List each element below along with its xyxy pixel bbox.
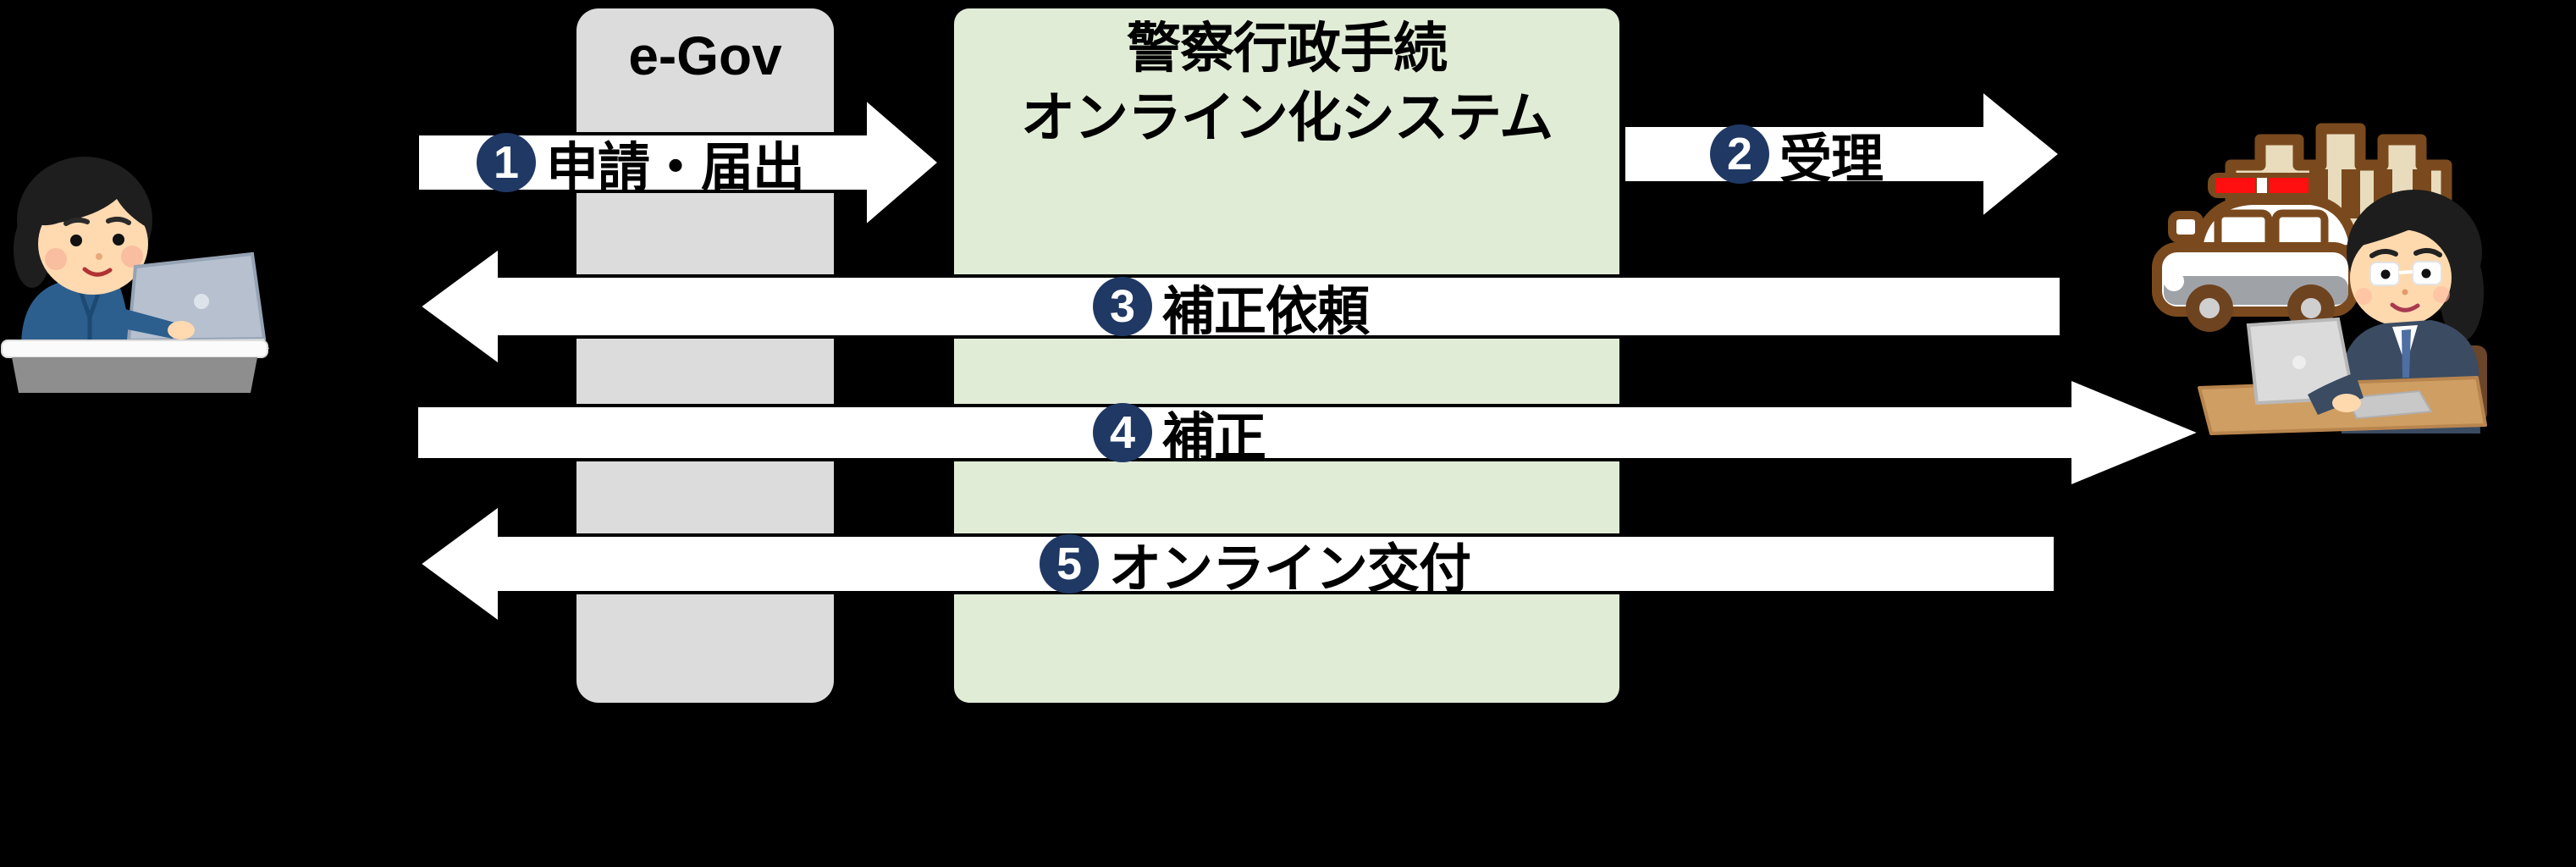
officer-eyebrows bbox=[2369, 248, 2442, 258]
patrol-car bbox=[2152, 173, 2360, 332]
police-system-box-title: 警察行政手続 オンライン化システム bbox=[954, 14, 1619, 152]
step-5-label: 5 オンライン交付 bbox=[1040, 534, 1471, 599]
officer-laptop bbox=[2246, 317, 2433, 420]
step-2-label: 2 受理 bbox=[1710, 124, 1884, 189]
step-1-label: 1 申請・届出 bbox=[477, 133, 805, 197]
applicant-hair-fringe bbox=[38, 182, 149, 229]
step-4-label: 4 補正 bbox=[1093, 403, 1266, 467]
officer-eye-left bbox=[2380, 269, 2391, 279]
arrow-step-4-right bbox=[415, 376, 2206, 489]
applicant-desk-body bbox=[12, 357, 257, 393]
step-4-number-badge: 4 bbox=[1093, 403, 1152, 462]
applicant-eyebrows bbox=[63, 216, 131, 226]
officer-glasses-bridge bbox=[2398, 270, 2413, 274]
step-3-text: 補正依頼 bbox=[1162, 283, 1370, 341]
step-2-text: 受理 bbox=[1779, 130, 1884, 189]
step-4-text: 補正 bbox=[1162, 409, 1266, 467]
police-station-window-2 bbox=[2342, 169, 2360, 218]
officer-laptop-logo bbox=[2292, 356, 2306, 369]
officer-nose bbox=[2402, 289, 2408, 295]
step-5-number-badge: 5 bbox=[1040, 534, 1099, 594]
officer-hand bbox=[2332, 394, 2361, 412]
patrol-car-lightbar-gap bbox=[2257, 178, 2267, 193]
applicant-nose bbox=[96, 253, 102, 260]
patrol-car-headlight bbox=[2164, 271, 2184, 291]
arrow-step-3-left bbox=[416, 244, 2063, 369]
applicant-blush-right bbox=[121, 246, 143, 268]
patrol-car-lightbar-red-right bbox=[2269, 178, 2308, 193]
patrol-car-hub-rear bbox=[2301, 298, 2321, 318]
step-1-number-badge: 1 bbox=[477, 133, 536, 192]
applicant-arm bbox=[123, 309, 178, 339]
applicant-mouth bbox=[82, 267, 113, 277]
step-2-number-badge: 2 bbox=[1710, 124, 1769, 184]
patrol-car-lightbar-red-left bbox=[2215, 178, 2255, 193]
arrow-step-2-right bbox=[1622, 86, 2064, 223]
step-1-text: 申請・届出 bbox=[546, 139, 805, 197]
officer-arm bbox=[2308, 373, 2364, 415]
officer-hair-fringe bbox=[2350, 200, 2463, 258]
applicant-desk-top bbox=[1, 340, 268, 358]
arrow-step-1-right bbox=[416, 94, 943, 231]
applicant-hand bbox=[168, 321, 195, 340]
officer-eye-right bbox=[2421, 268, 2431, 279]
egov-box-title: e-Gov bbox=[628, 25, 782, 86]
police-system-title-line1: 警察行政手続 bbox=[1127, 18, 1448, 79]
officer-blush-left bbox=[2355, 288, 2372, 305]
arrow-step-5-left bbox=[416, 501, 2057, 627]
applicant-at-laptop-icon bbox=[1, 157, 269, 393]
step-3-label: 3 補正依頼 bbox=[1093, 277, 1370, 341]
applicant-eye-right bbox=[113, 234, 124, 246]
officer-blush-right bbox=[2433, 286, 2450, 303]
officer-mouth bbox=[2390, 302, 2420, 312]
applicant-desk bbox=[1, 340, 268, 393]
patrol-car-hub-front bbox=[2199, 298, 2220, 318]
patrol-car-mirror bbox=[2168, 211, 2204, 243]
police-office-icon bbox=[2152, 123, 2487, 435]
step-3-number-badge: 3 bbox=[1093, 277, 1152, 336]
officer-hair-side bbox=[2440, 243, 2484, 341]
officer-tie bbox=[2402, 329, 2411, 378]
applicant-laptop-logo bbox=[194, 294, 209, 309]
applicant-blush-left bbox=[45, 248, 67, 270]
applicant-eye-left bbox=[70, 235, 82, 246]
police-system-title-line2: オンライン化システム bbox=[1020, 87, 1553, 148]
step-5-text: オンライン交付 bbox=[1109, 540, 1471, 599]
officer-laptop-keyboard bbox=[2345, 389, 2433, 420]
